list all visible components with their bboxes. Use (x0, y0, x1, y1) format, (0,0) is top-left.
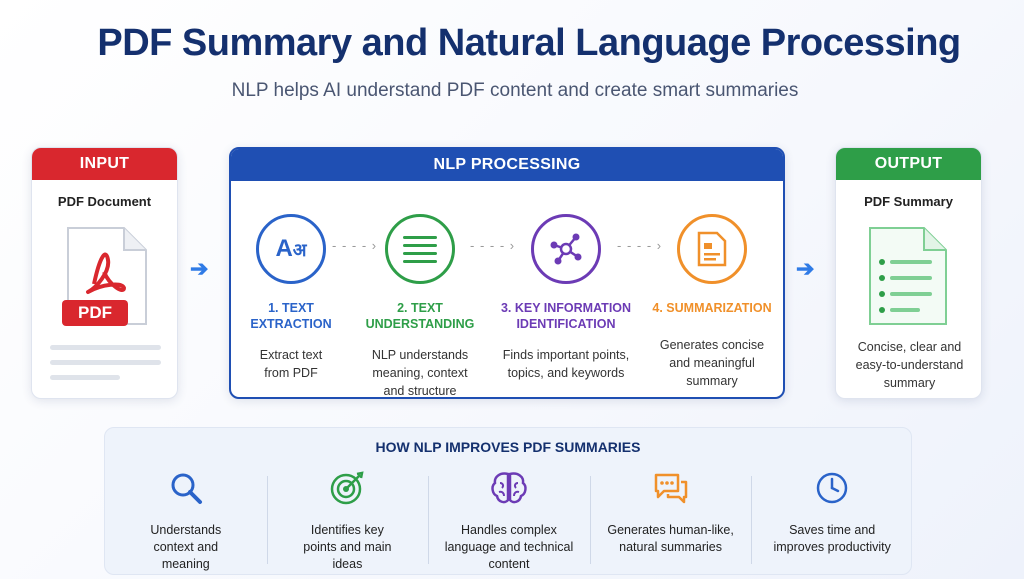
step-key-information: 3. KEY INFORMATION IDENTIFICATION Finds … (491, 214, 641, 382)
step-label: IDENTIFICATION (516, 317, 616, 331)
clock-icon (751, 468, 913, 508)
output-label: PDF Summary (864, 194, 953, 209)
benefit-text: meaning (161, 557, 210, 571)
output-description: summary (883, 376, 936, 390)
benefit-text: Generates human-like, (607, 523, 734, 537)
step-label: EXTRACTION (250, 317, 332, 331)
benefit-text: Understands (150, 523, 222, 537)
page-subtitle: NLP helps AI understand PDF content and … (231, 80, 799, 101)
chat-icon (590, 468, 752, 508)
step-summarization: 4. SUMMARIZATION Generates concise and m… (637, 214, 787, 390)
benefit-item: Saves time and improves productivity (751, 468, 913, 573)
dashed-arrow-icon: - - - - › (470, 238, 516, 253)
text-line (50, 360, 161, 365)
step-description: Generates concise (659, 338, 765, 352)
step-description: topics, and keywords (507, 366, 625, 380)
step-text-extraction: Aअ 1. TEXT EXTRACTION Extract text from … (216, 214, 366, 382)
target-icon (267, 468, 429, 508)
step-label: 3. KEY INFORMATION (500, 301, 632, 315)
processing-header: NLP PROCESSING (231, 149, 783, 181)
page-title: PDF Summary and Natural Language Process… (97, 22, 961, 64)
benefit-text: Identifies key (310, 523, 384, 537)
output-description: easy-to-understand (855, 358, 964, 372)
benefit-text: content (488, 557, 530, 571)
step-label: 1. TEXT (268, 301, 314, 315)
benefit-item: Generates human-like, natural summaries (589, 468, 752, 573)
benefit-text: ideas (332, 557, 363, 571)
pdf-badge: PDF (62, 300, 128, 326)
benefit-text: language and technical (444, 540, 574, 554)
translate-icon: Aअ (256, 214, 326, 284)
benefit-text: points and main (303, 540, 392, 554)
benefit-text: Saves time and (789, 523, 876, 537)
output-description: Concise, clear and (857, 340, 962, 354)
brain-icon (428, 468, 590, 508)
step-description: and structure (383, 384, 457, 398)
step-description: NLP understands (371, 348, 469, 362)
step-description: Finds important points, (502, 348, 630, 362)
output-card: OUTPUT PDF Summary Concise, clear and ea… (835, 147, 982, 399)
improvements-panel: HOW NLP IMPROVES PDF SUMMARIES Understan… (104, 427, 912, 575)
text-line (50, 345, 161, 350)
output-header: OUTPUT (836, 148, 981, 180)
step-description: from PDF (264, 366, 318, 380)
summary-document-icon (868, 226, 948, 326)
benefit-text: natural summaries (619, 540, 722, 554)
arrow-right-icon: ➔ (796, 256, 815, 281)
step-label: 2. TEXT (397, 301, 443, 315)
list-icon (385, 214, 455, 284)
benefit-item: Handles complex language and technical c… (428, 468, 590, 573)
benefit-text: context and (153, 540, 219, 554)
search-icon (105, 468, 267, 508)
network-icon (531, 214, 601, 284)
benefit-item: Understands context and meaning (105, 468, 267, 573)
input-label: PDF Document (57, 194, 152, 209)
input-card: INPUT PDF Document PDF (31, 147, 178, 399)
dashed-arrow-icon: - - - - › (617, 238, 663, 253)
improvements-title: HOW NLP IMPROVES PDF SUMMARIES (375, 439, 641, 455)
step-description: summary (686, 374, 738, 388)
text-line (50, 375, 120, 380)
benefit-text: improves productivity (773, 540, 891, 554)
step-label: 4. SUMMARIZATION (652, 301, 772, 315)
step-label: UNDERSTANDING (365, 317, 475, 331)
benefit-text: Handles complex (461, 523, 557, 537)
step-description: and meaningful (669, 356, 755, 370)
benefit-item: Identifies key points and main ideas (266, 468, 429, 573)
step-text-understanding: 2. TEXT UNDERSTANDING NLP understands me… (345, 214, 495, 400)
document-icon (677, 214, 747, 284)
input-header: INPUT (32, 148, 177, 180)
step-description: meaning, context (372, 366, 468, 380)
arrow-right-icon: ➔ (190, 256, 209, 281)
dashed-arrow-icon: - - - - › (332, 238, 378, 253)
step-description: Extract text (259, 348, 323, 362)
